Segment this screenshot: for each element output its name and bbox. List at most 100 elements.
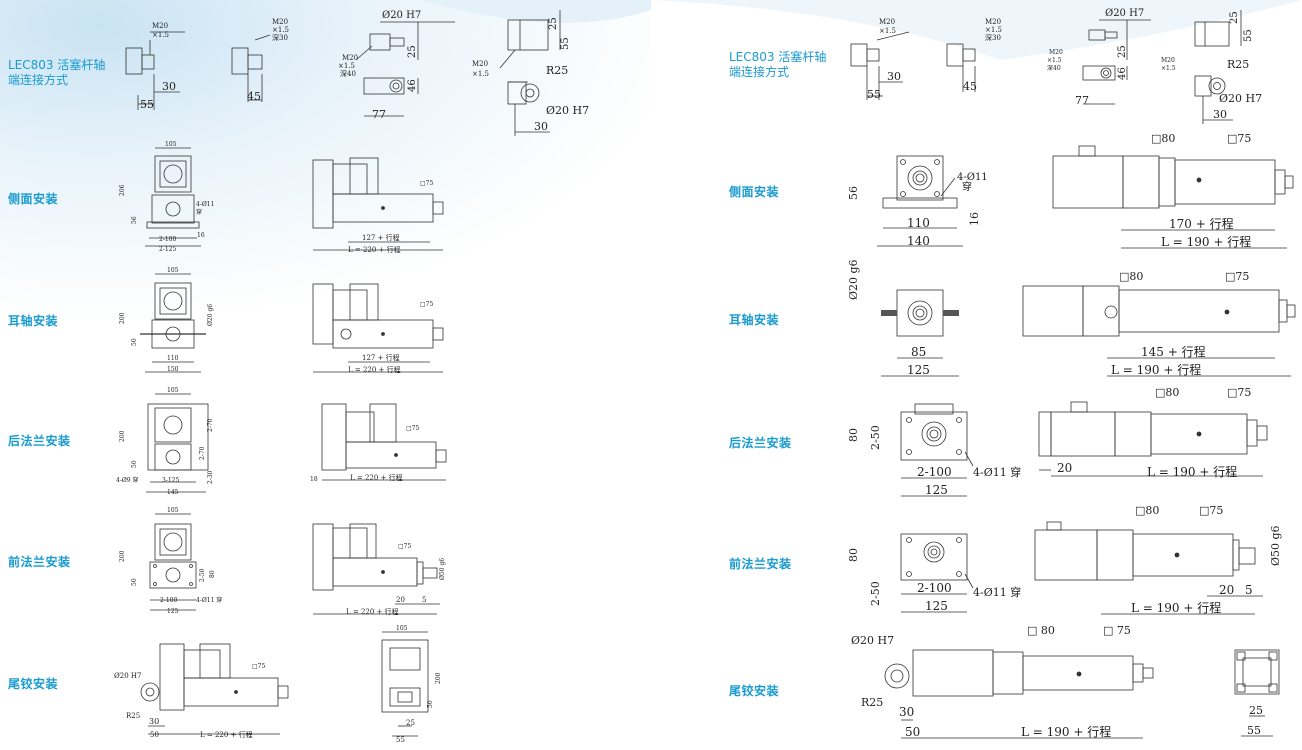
svg-text:105: 105 — [167, 267, 179, 274]
svg-text:L = 220 + 行程: L = 220 + 行程 — [348, 245, 401, 254]
svg-text:□75: □75 — [1227, 386, 1251, 399]
svg-text:□75: □75 — [420, 180, 433, 187]
svg-text:深40: 深40 — [1047, 64, 1061, 72]
svg-text:2-125: 2-125 — [159, 246, 176, 253]
svg-text:Ø20 H7: Ø20 H7 — [1219, 92, 1262, 105]
svg-text:145: 145 — [167, 489, 179, 496]
svg-text:Ø20 H7: Ø20 H7 — [114, 672, 141, 680]
right-drawings: M20 ×1.5 30 55 M20 ×1.5 深30 45 Ø20 H7 M2… — [847, 8, 1296, 739]
rod-end-3: Ø20 H7 M20 ×1.5 深40 25 46 77 — [1047, 8, 1151, 107]
row-label-side-mount: 侧面安装 — [8, 192, 59, 206]
svg-text:2-50: 2-50 — [199, 568, 206, 582]
svg-text:□75: □75 — [1199, 504, 1223, 517]
svg-text:L = 190 + 行程: L = 190 + 行程 — [1021, 724, 1111, 739]
svg-text:125: 125 — [907, 363, 930, 377]
svg-text:□75: □75 — [398, 543, 411, 550]
svg-text:105: 105 — [165, 141, 177, 148]
svg-text:穿: 穿 — [196, 208, 202, 216]
svg-text:77: 77 — [372, 108, 386, 121]
row1-side-view: □75 127 + 行程 L = 220 + 行程 — [312, 157, 444, 254]
svg-text:□75: □75 — [1227, 132, 1251, 145]
svg-text:55: 55 — [560, 37, 571, 50]
svg-text:Ø20 H7: Ø20 H7 — [851, 634, 894, 647]
svg-text:85: 85 — [911, 345, 926, 359]
rod-end-2: M20 ×1.5 深30 45 — [946, 18, 1002, 93]
row5-end-view: 25 55 — [1234, 649, 1280, 737]
svg-text:M20: M20 — [342, 54, 358, 62]
svg-text:Ø50 g6: Ø50 g6 — [439, 558, 446, 580]
svg-text:127 + 行程: 127 + 行程 — [362, 233, 400, 242]
row5-side-view: Ø20 H7 R25 30 50 □ 80 □ 75 L = 190 + 行程 — [851, 624, 1154, 739]
svg-text:30: 30 — [887, 70, 901, 83]
svg-text:□80: □80 — [1135, 504, 1159, 517]
svg-text:□75: □75 — [252, 663, 265, 670]
svg-text:□80: □80 — [1155, 386, 1179, 399]
svg-text:2-30: 2-30 — [207, 470, 214, 484]
svg-text:50: 50 — [150, 731, 159, 739]
svg-text:77: 77 — [1075, 94, 1089, 107]
row-label-trunnion-mount: 耳轴安装 — [729, 313, 780, 327]
svg-text:25: 25 — [406, 719, 415, 727]
svg-text:105: 105 — [396, 625, 408, 632]
svg-text:5: 5 — [1245, 583, 1253, 597]
svg-text:L = 190 + 行程: L = 190 + 行程 — [1131, 600, 1221, 615]
svg-text:M20: M20 — [272, 18, 288, 26]
svg-text:20: 20 — [1057, 461, 1072, 475]
svg-text:105: 105 — [167, 387, 179, 394]
svg-text:4-Ø11: 4-Ø11 — [957, 172, 988, 183]
svg-text:M20: M20 — [879, 18, 895, 26]
svg-text:□75: □75 — [406, 425, 419, 432]
svg-text:30: 30 — [149, 717, 159, 726]
row5-side-view: Ø20 H7 R25 30 50 □75 L = 220 + 行程 — [114, 643, 289, 739]
svg-text:M20: M20 — [1049, 49, 1063, 56]
svg-text:Ø20 H7: Ø20 H7 — [382, 10, 421, 21]
rod-end-4: M20 ×1.5 25 55 R25 Ø20 H7 30 — [1161, 10, 1262, 124]
svg-text:4-Ø11 穿: 4-Ø11 穿 — [973, 465, 1021, 479]
svg-text:55: 55 — [867, 88, 881, 101]
svg-text:L = 220 + 行程: L = 220 + 行程 — [346, 607, 399, 616]
row-label-front-flange: 前法兰安装 — [8, 555, 71, 569]
svg-text:2-100: 2-100 — [917, 581, 952, 595]
row2-front-view: Ø20 g6 85 125 — [847, 259, 959, 377]
svg-text:125: 125 — [167, 608, 179, 615]
rod-end-4: M20 ×1.5 25 55 R25 Ø20 H7 30 — [472, 10, 589, 136]
svg-text:4-Ø11 穿: 4-Ø11 穿 — [973, 585, 1021, 599]
row3-front-view: 105 200 50 2-70 2-70 4-Ø9 穿 3-125 2-30 1… — [116, 387, 214, 496]
svg-text:5: 5 — [422, 596, 426, 604]
svg-text:□80: □80 — [1151, 132, 1175, 145]
svg-text:110: 110 — [167, 355, 179, 362]
section-title: LEC803 活塞杆轴 端连接方式 — [8, 58, 106, 87]
svg-text:25: 25 — [1249, 704, 1263, 717]
svg-text:30: 30 — [534, 120, 548, 133]
svg-text:206: 206 — [119, 184, 126, 196]
svg-text:150: 150 — [167, 366, 179, 373]
svg-text:穿: 穿 — [962, 180, 972, 193]
svg-text:M20: M20 — [1161, 57, 1175, 64]
svg-text:55: 55 — [396, 736, 405, 744]
svg-text:30: 30 — [162, 80, 176, 93]
rod-end-1: M20 ×1.5 30 55 — [125, 22, 185, 111]
svg-text:2-100: 2-100 — [160, 597, 177, 604]
svg-text:R25: R25 — [126, 712, 140, 720]
svg-text:□ 80: □ 80 — [1027, 624, 1055, 637]
svg-text:25: 25 — [407, 45, 418, 58]
rod-end-1: M20 ×1.5 30 55 — [850, 18, 910, 101]
row3-front-view: 80 2-50 2-100 4-Ø11 穿 125 — [847, 403, 1021, 497]
svg-text:R25: R25 — [546, 64, 568, 77]
svg-text:×1.5: ×1.5 — [152, 31, 169, 39]
svg-text:M20: M20 — [472, 60, 488, 68]
row1-front-view: 105 206 56 4-Ø11 穿 16 2-100 2-125 — [119, 141, 214, 253]
svg-text:127 + 行程: 127 + 行程 — [362, 353, 400, 362]
svg-text:深40: 深40 — [340, 69, 356, 78]
svg-text:M20: M20 — [985, 18, 1001, 26]
row3-side-view: □75 18 L = 220 + 行程 — [310, 403, 447, 483]
svg-text:20: 20 — [1219, 583, 1234, 597]
svg-text:45: 45 — [247, 90, 261, 103]
section-title: LEC803 活塞杆轴 端连接方式 — [729, 50, 827, 79]
svg-text:30: 30 — [899, 705, 914, 719]
svg-text:25: 25 — [548, 17, 559, 30]
svg-text:20: 20 — [396, 596, 405, 604]
svg-text:16: 16 — [197, 232, 205, 239]
left-page: LEC803 活塞杆轴 端连接方式 侧面安装 耳轴安装 后法兰安装 前法兰安装 … — [8, 10, 589, 744]
